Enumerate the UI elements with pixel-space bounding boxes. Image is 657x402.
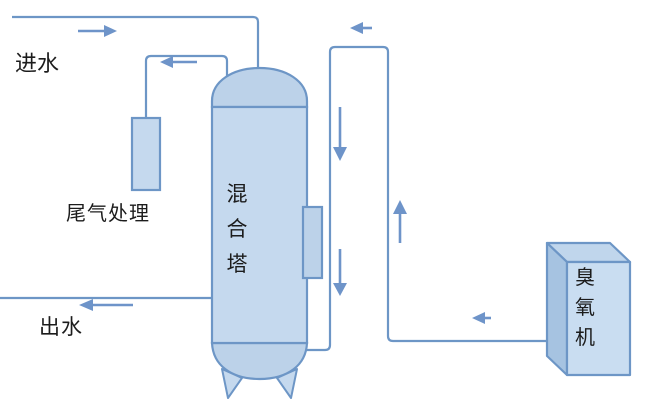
loop-top-flow-arrow-icon: [350, 22, 372, 34]
ozone-feed-flow-arrow-icon: [472, 312, 491, 324]
ozone-generator-box: [545, 241, 632, 377]
ozone-box-front-face: [565, 260, 632, 377]
tail-gas-treatment-label: 尾气处理: [66, 201, 150, 225]
tower-leg-left: [221, 368, 243, 399]
loop-down-flow-arrow-lower-icon: [333, 249, 347, 296]
outlet-water-label: 出水: [39, 315, 83, 339]
inlet-flow-arrow-icon: [78, 25, 117, 37]
tower-leg-right: [276, 368, 298, 399]
outlet-flow-arrow-icon: [79, 299, 133, 311]
recycle-loop-pipe: [305, 45, 548, 352]
ozone-generator-label: 臭氧机: [575, 265, 595, 349]
mixing-tower-top-dome: [210, 66, 309, 109]
mixing-tower-bottom-dome: [210, 341, 309, 381]
tower-side-nozzle: [301, 205, 324, 280]
riser-up-flow-arrow-icon: [393, 200, 407, 243]
inlet-pipe: [12, 15, 260, 72]
ozone-box-side-face: [545, 241, 569, 377]
tail-gas-pipe: [144, 54, 229, 118]
mixing-tower-label: 混合塔: [226, 182, 248, 276]
tail-gas-vessel: [130, 116, 162, 192]
loop-down-flow-arrow-upper-icon: [333, 107, 347, 161]
tail-gas-flow-arrow-icon: [160, 56, 197, 68]
inlet-water-label: 进水: [15, 52, 60, 77]
